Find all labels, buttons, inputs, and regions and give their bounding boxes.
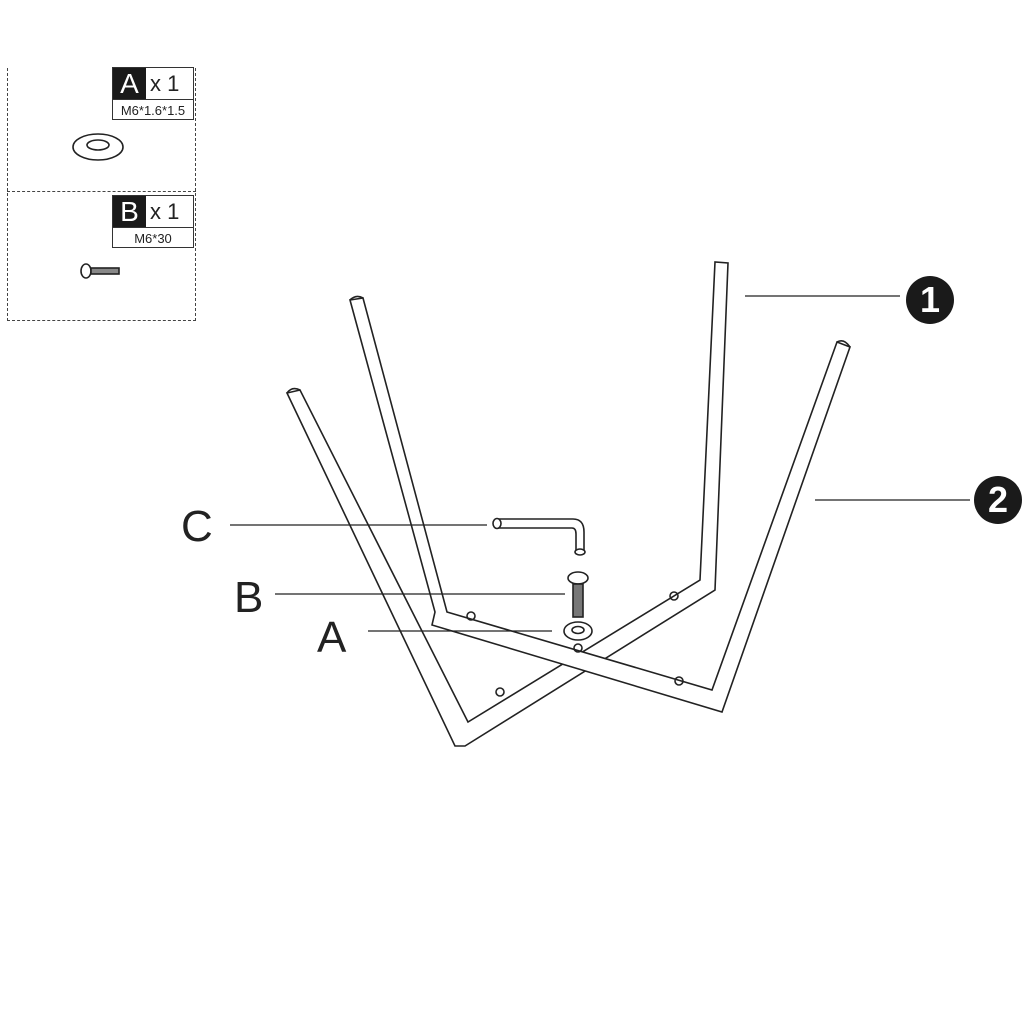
part-letter: A (113, 68, 146, 99)
hardware-divider (7, 191, 196, 192)
part-tag-b: B x 1 M6*30 (112, 195, 194, 248)
washer-a-icon (563, 621, 593, 641)
part-number-1: 1 (906, 276, 954, 324)
part-qty: x 1 (150, 71, 180, 96)
frame-2 (348, 295, 852, 713)
part-qty: x 1 (150, 199, 180, 224)
bolt-b-icon (567, 571, 589, 618)
part-tag-a: A x 1 M6*1.6*1.5 (112, 67, 194, 120)
callout-b: B (234, 573, 264, 622)
bolt-icon (80, 263, 120, 279)
allen-key-icon (492, 517, 586, 556)
part-spec: M6*1.6*1.5 (113, 99, 193, 121)
callout-a: A (317, 613, 347, 662)
frame-1 (285, 261, 729, 747)
part-spec: M6*30 (113, 227, 193, 249)
part-letter: B (113, 196, 146, 227)
callout-c: C (181, 502, 213, 551)
hardware-list-box (7, 68, 196, 321)
part-number-2: 2 (974, 476, 1022, 524)
washer-icon (72, 133, 124, 161)
